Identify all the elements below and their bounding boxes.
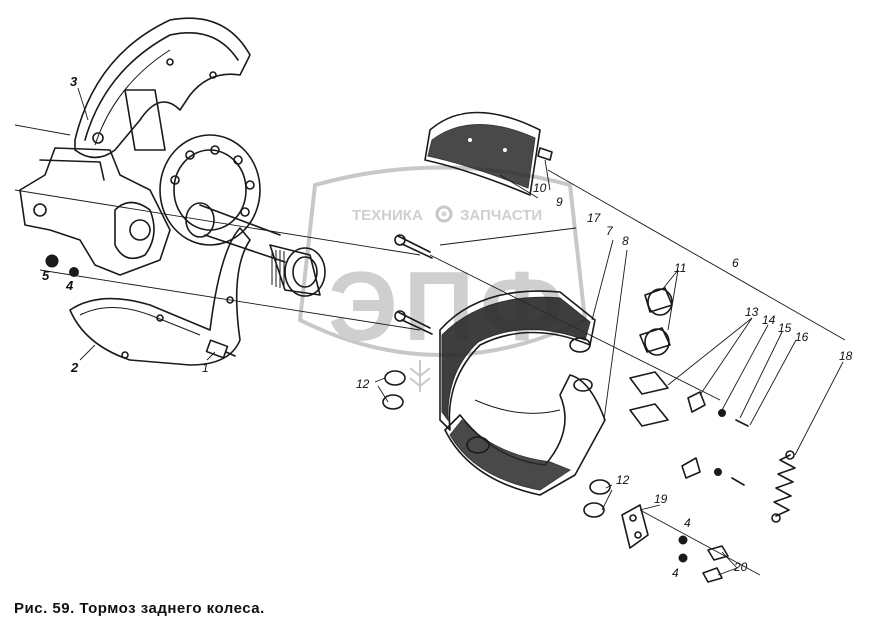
callout-11: 11 xyxy=(674,261,686,275)
callout-9: 9 xyxy=(556,195,563,209)
rollers xyxy=(629,371,669,427)
bushings xyxy=(639,287,673,356)
bracket-lower xyxy=(681,457,745,486)
callout-20: 20 xyxy=(733,560,748,574)
callout-4-right-upper: 4 xyxy=(684,516,691,530)
figure-caption: Рис. 59. Тормоз заднего колеса. xyxy=(14,600,265,617)
splined-sleeve xyxy=(269,244,326,297)
callout-16: 16 xyxy=(795,330,809,344)
leader-lines xyxy=(77,87,844,576)
callout-12-left: 12 xyxy=(356,377,370,391)
axis-lines xyxy=(14,169,846,576)
o-rings-left xyxy=(382,370,406,410)
bracket-upper xyxy=(687,391,749,427)
callout-13: 13 xyxy=(745,305,759,319)
callout-6: 6 xyxy=(732,256,739,270)
upper-dust-shield xyxy=(74,17,251,159)
lock-plate xyxy=(621,504,649,549)
watermark-top-text: ТЕХНИКА xyxy=(352,207,423,224)
lower-dust-shield xyxy=(69,227,251,366)
brake-shoe-upper xyxy=(439,290,596,431)
gear-icon xyxy=(435,205,453,223)
bolts-and-washers xyxy=(678,535,729,583)
callout-4-right-lower: 4 xyxy=(672,566,679,580)
callout-2: 2 xyxy=(70,360,79,375)
callout-18: 18 xyxy=(839,349,853,363)
callout-4-left: 4 xyxy=(65,278,74,293)
bleed-nipple xyxy=(205,339,236,359)
callout-3: 3 xyxy=(70,74,78,89)
callout-5: 5 xyxy=(42,268,50,283)
anchor-pin-upper xyxy=(394,234,433,259)
callout-17: 17 xyxy=(587,211,602,225)
callout-10: 10 xyxy=(533,181,547,195)
watermark-top-text-right: ЗАПЧАСТИ xyxy=(460,207,542,224)
o-rings-right xyxy=(583,479,611,518)
lining-rivet xyxy=(537,147,553,161)
callout-14: 14 xyxy=(762,313,776,327)
callout-7: 7 xyxy=(606,224,614,238)
callout-labels: 3 5 4 2 1 10 9 17 7 8 6 11 13 14 15 16 1… xyxy=(42,74,853,580)
brake-lining-pad xyxy=(424,110,541,196)
callout-12-right: 12 xyxy=(616,473,630,487)
brake-shoe-lower xyxy=(444,374,606,496)
watermark-wheat-icon xyxy=(409,360,431,392)
axle-housing xyxy=(14,89,171,276)
callout-8: 8 xyxy=(622,234,629,248)
return-spring xyxy=(771,450,796,523)
callout-19: 19 xyxy=(654,492,668,506)
nut-washer-left xyxy=(45,254,79,277)
anchor-pin-lower xyxy=(394,310,433,335)
callout-1: 1 xyxy=(202,361,209,375)
callout-15: 15 xyxy=(778,321,792,335)
hub-flange xyxy=(159,134,261,246)
